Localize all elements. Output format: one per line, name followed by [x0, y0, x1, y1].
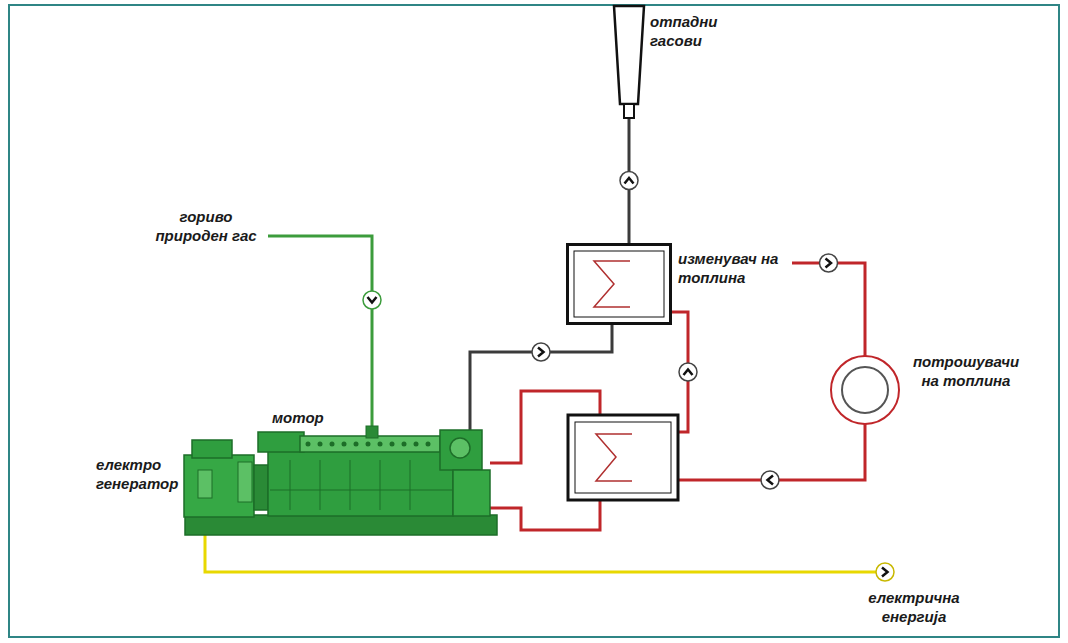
hot-water-pipe — [792, 254, 865, 356]
flow-arrow — [532, 343, 550, 361]
fuel-label: гориво природен гас — [150, 207, 262, 245]
flow-arrow — [820, 254, 838, 272]
node-label: потрошувачи на топлина — [906, 352, 1026, 390]
engine: мотор — [250, 404, 495, 536]
node-label: електро генератор — [96, 455, 180, 493]
page-frame — [8, 4, 1060, 638]
heat-consumer: потрошувачи на топлина — [828, 340, 1050, 440]
electricity-label: електрична енергија — [858, 588, 970, 626]
chimney-stack: отпадни гасови — [600, 4, 735, 120]
flow-arrow — [620, 172, 638, 190]
node-label: изменувач на топлина — [678, 249, 788, 287]
node-label: отпадни гасови — [650, 12, 730, 50]
generator: електро генератор — [92, 440, 184, 535]
heat-exchanger: изменувач на топлина — [566, 243, 792, 327]
exhaust-pipe — [470, 325, 612, 404]
node-label: мотор — [272, 408, 352, 427]
exhaust-pipe — [620, 118, 638, 243]
